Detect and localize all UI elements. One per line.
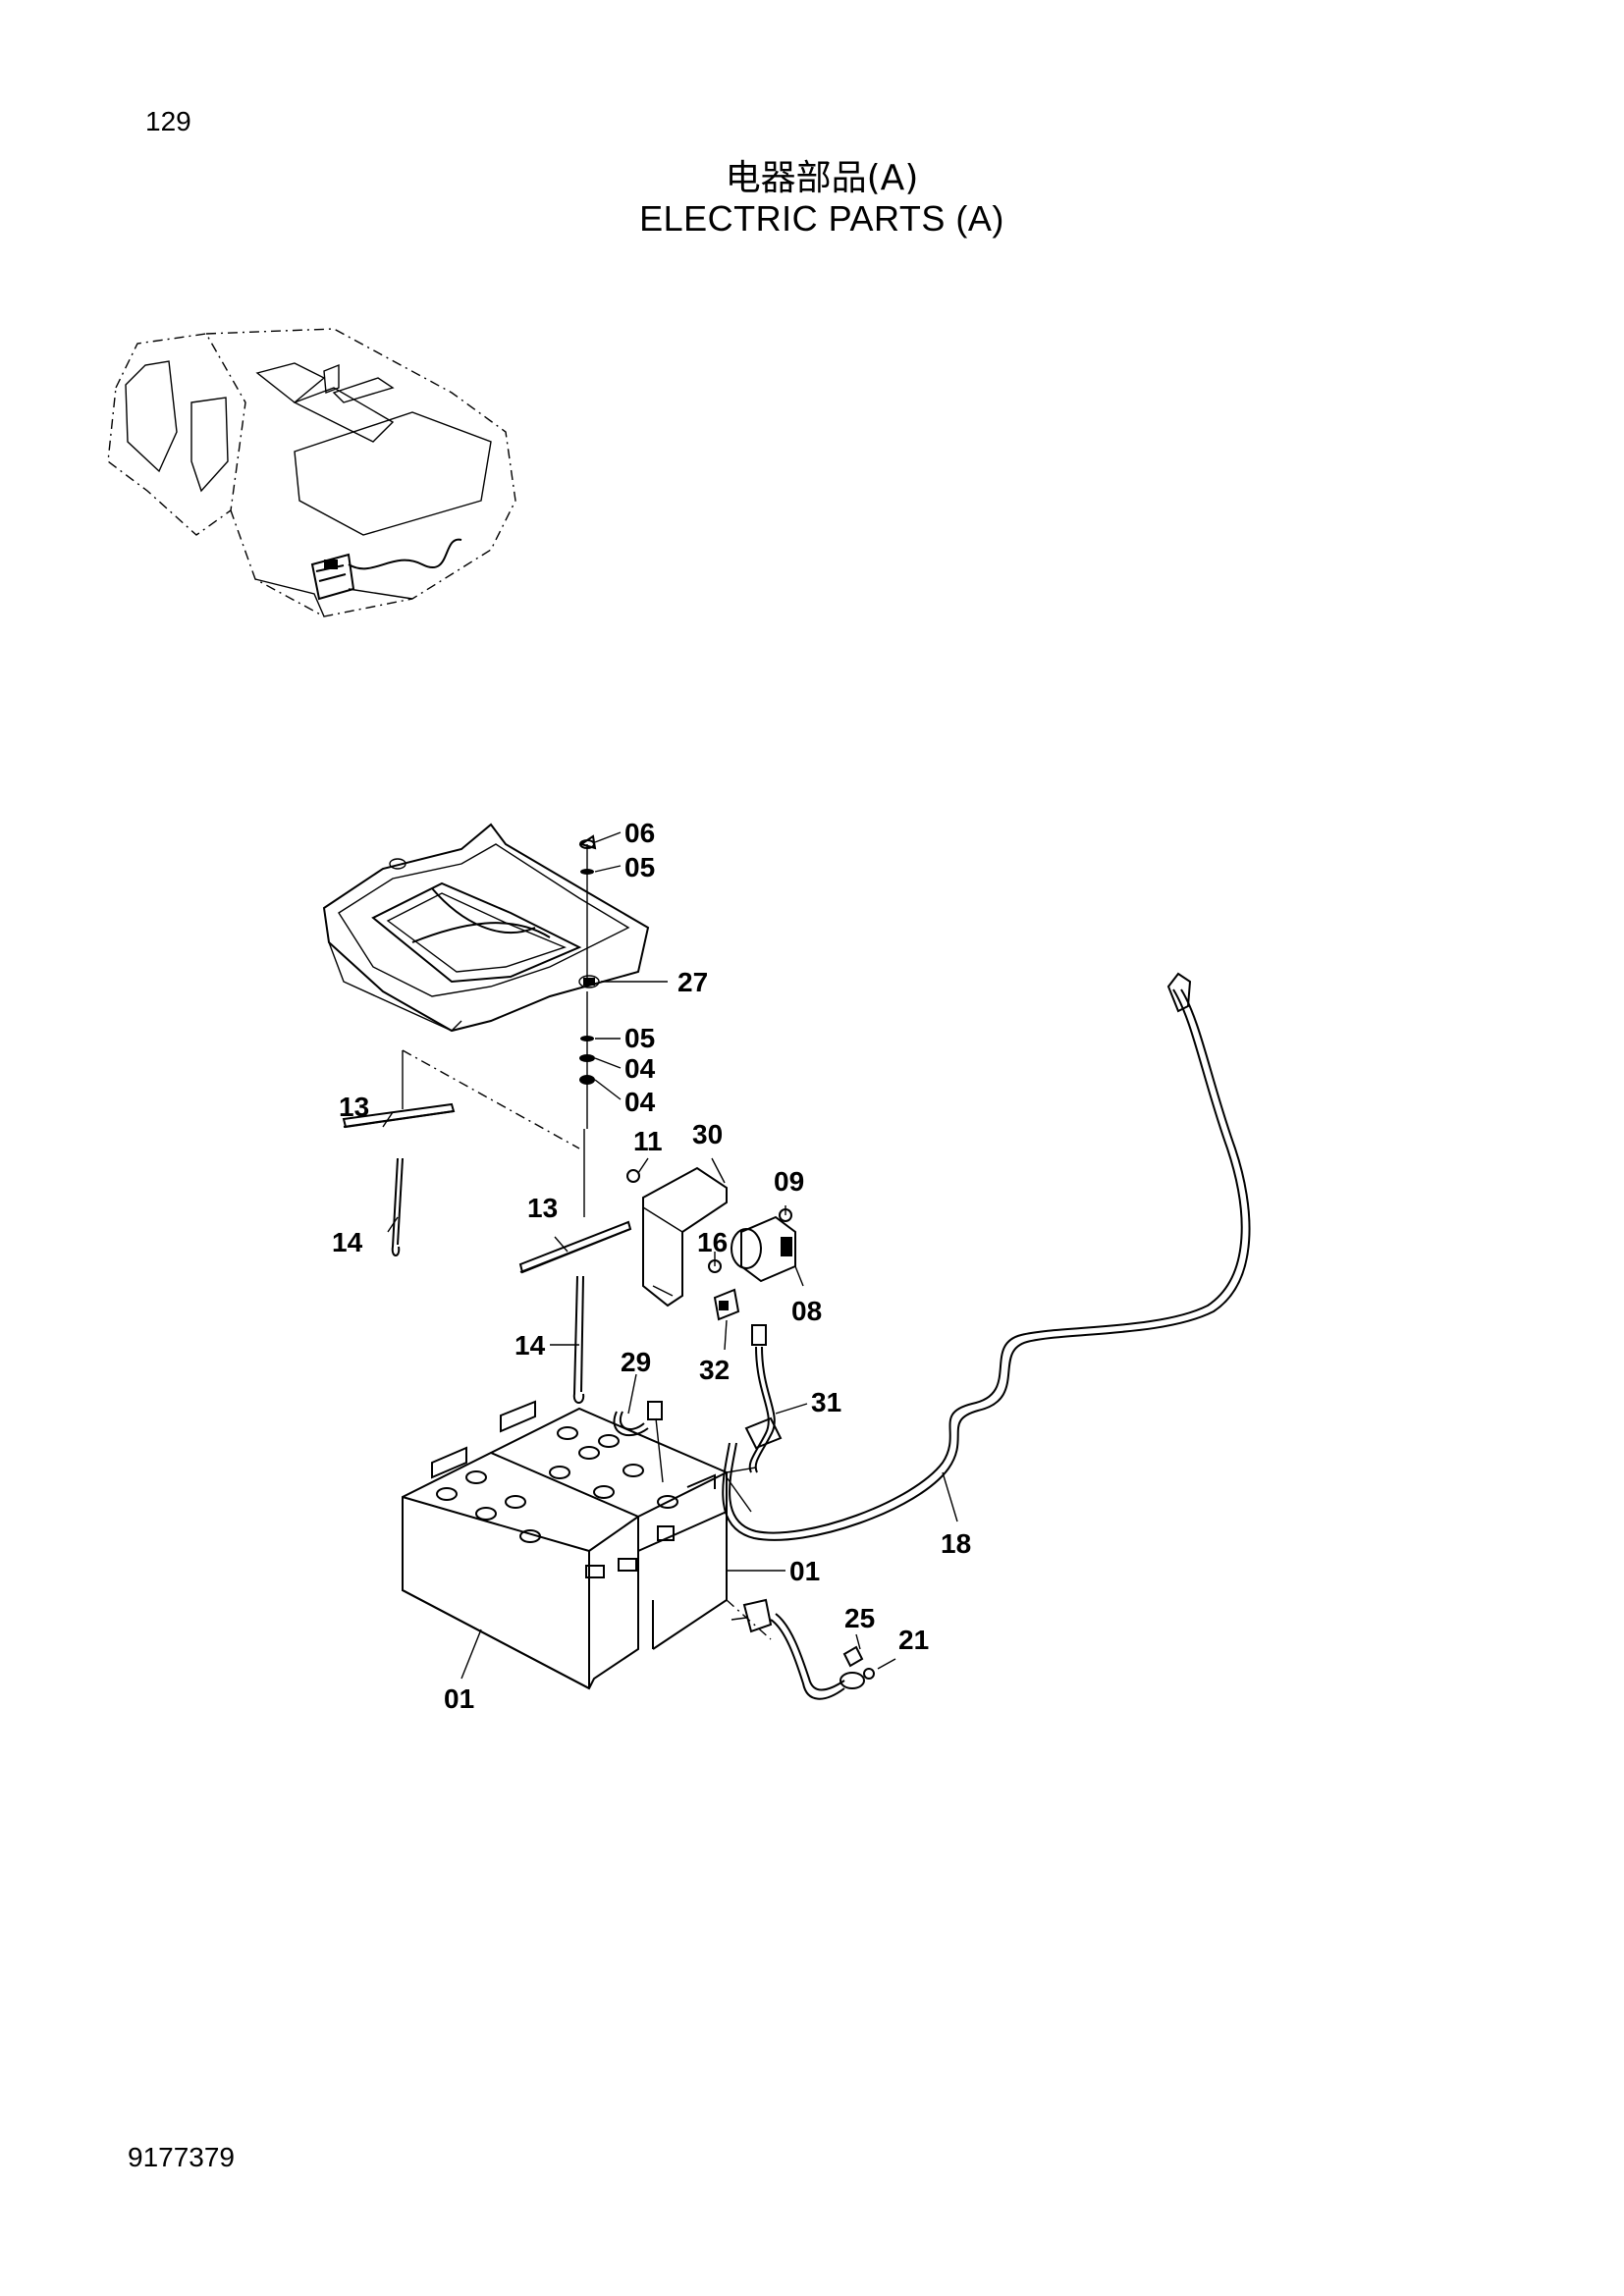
bolt-washer-stack: [578, 834, 597, 1129]
callout-01: 01: [789, 1556, 820, 1586]
leader-lines: [382, 831, 958, 1680]
cable-18: [722, 972, 1251, 1541]
ground-cable-21: [726, 1598, 875, 1700]
bracket-and-switch: [626, 1166, 796, 1321]
page-number: 129: [145, 106, 191, 136]
callout-32: 32: [699, 1355, 730, 1385]
callout-18: 18: [941, 1528, 971, 1559]
callout-11: 11: [633, 1126, 663, 1156]
document-number: 9177379: [128, 2142, 236, 2172]
callout-09: 09: [774, 1166, 804, 1197]
callout-27: 27: [677, 967, 708, 997]
battery-hold-down-parts: [342, 1049, 632, 1404]
callout-04: 04: [624, 1087, 656, 1117]
callout-14: 14: [514, 1330, 546, 1361]
callout-01: 01: [444, 1683, 474, 1714]
callout-14: 14: [332, 1227, 363, 1257]
callout-08: 08: [791, 1296, 822, 1326]
callout-16: 16: [697, 1227, 728, 1257]
title-english: ELECTRIC PARTS (A): [639, 198, 1004, 239]
callout-25: 25: [844, 1603, 875, 1633]
title-chinese: 电器部品(A): [725, 158, 919, 198]
cable-31: [744, 1324, 783, 1473]
batteries: [402, 1400, 757, 1690]
callout-29: 29: [621, 1347, 651, 1377]
callout-05: 05: [624, 1023, 655, 1053]
battery-cover: [322, 823, 650, 1033]
callout-21: 21: [898, 1625, 929, 1655]
callout-13: 13: [527, 1193, 558, 1223]
excavator-locator-illustration: [107, 328, 516, 617]
callout-13: 13: [339, 1092, 369, 1122]
callout-labels: 06 05 27 05 04 04 13 11 30 09 14 13 16 0…: [332, 818, 971, 1714]
callout-30: 30: [692, 1119, 723, 1149]
callout-05: 05: [624, 852, 655, 882]
callout-04: 04: [624, 1053, 656, 1084]
callout-31: 31: [811, 1387, 841, 1417]
callout-06: 06: [624, 818, 655, 848]
